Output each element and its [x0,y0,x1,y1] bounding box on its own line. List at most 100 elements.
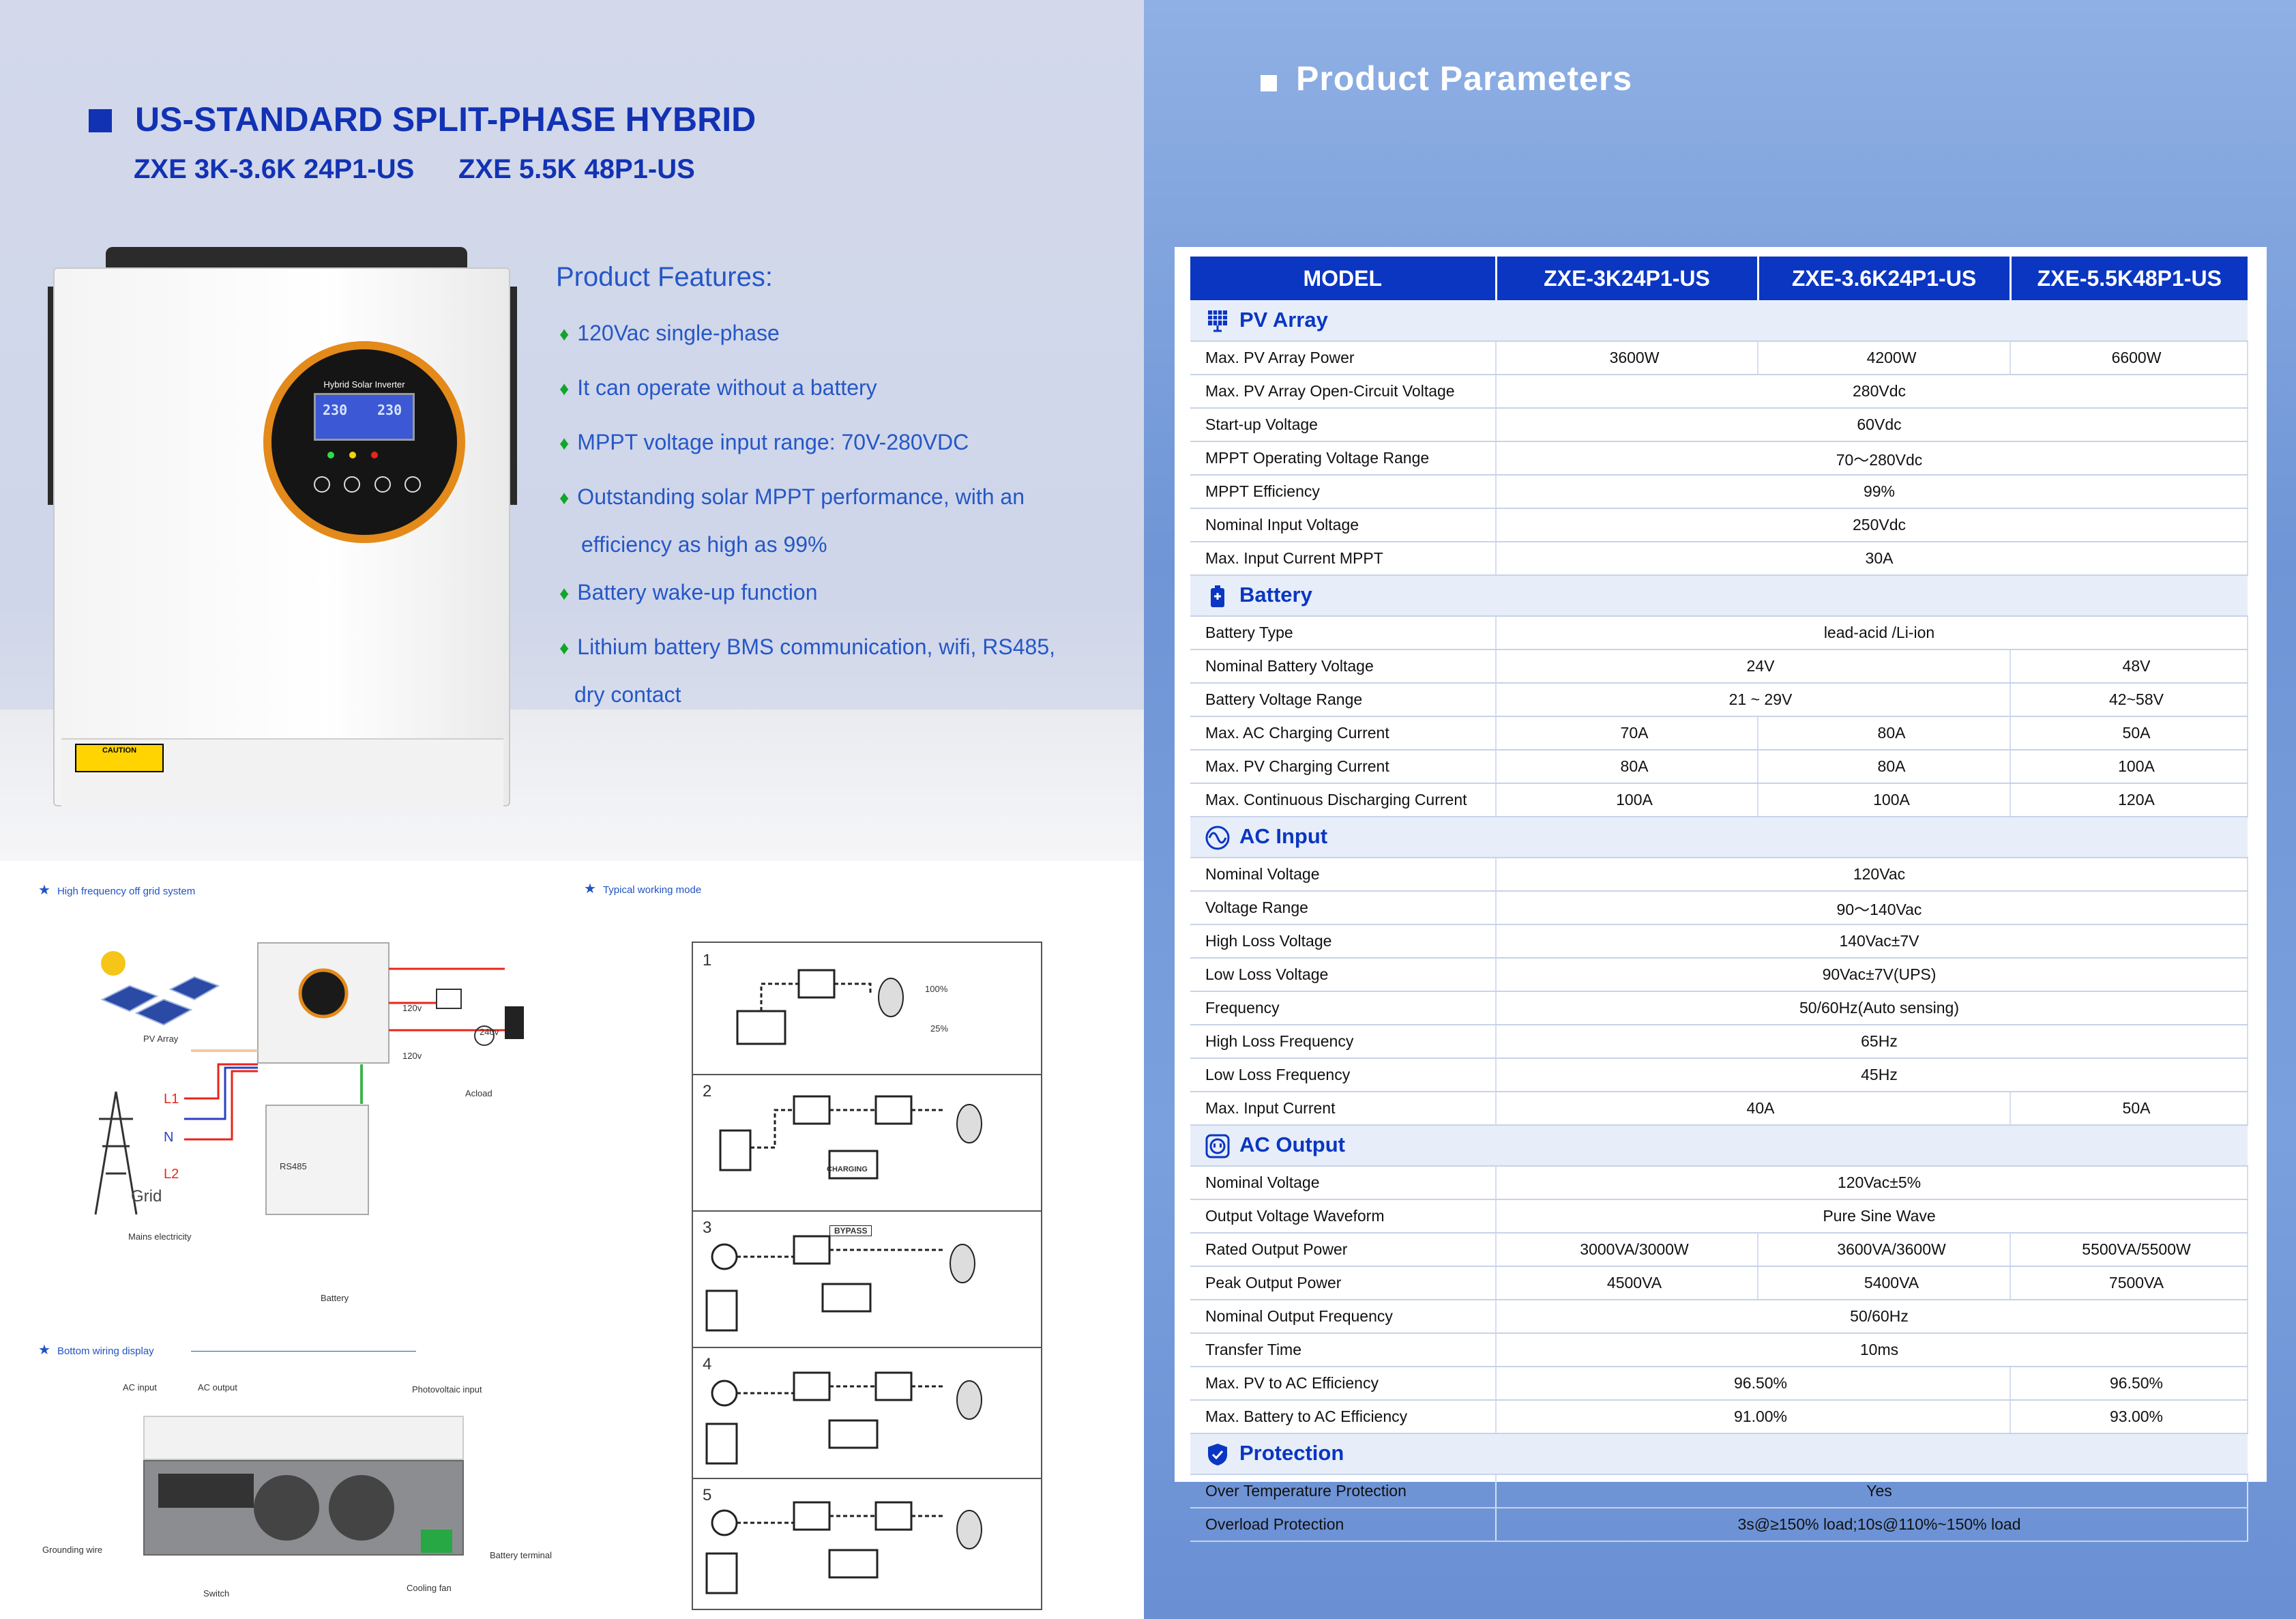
param-label: Max. Input Current MPPT [1190,542,1497,576]
section-title: AC Output [1190,1125,2248,1167]
pylon-icon [94,1091,138,1215]
param-value: 90Vac±7V(UPS) [1496,958,2248,992]
battery-label: Battery [321,1293,349,1303]
section-label: AC Input [1239,824,1328,849]
param-label: Max. PV Array Power [1190,341,1497,375]
fan-icon [329,1475,394,1541]
param-label: MPPT Operating Voltage Range [1190,441,1497,476]
param-label: MPPT Efficiency [1190,475,1497,509]
param-label: Max. PV to AC Efficiency [1190,1367,1497,1401]
title-bullet [89,109,112,132]
battery-terminal-label: Battery terminal [490,1550,553,1560]
param-label: Max. AC Charging Current [1190,716,1497,750]
section-row: PV Array [1190,300,2248,342]
grid-label: Grid [131,1187,162,1206]
load-pct-low: 25% [930,1023,949,1034]
param-value: 120Vac±5% [1496,1166,2248,1200]
charging-label: CHARGING [827,1165,868,1173]
param-value: 50/60Hz [1496,1300,2248,1334]
diamond-icon: ♦ [559,637,570,658]
param-value: 50A [2010,1092,2248,1126]
mode-number: 2 [703,1082,712,1100]
param-value: 4500VA [1496,1266,1758,1300]
wiring-underline [191,1351,416,1352]
lcd-display: 230 230 [314,393,415,441]
ac-input-label: AC input [123,1382,157,1392]
param-value: 60Vdc [1496,408,2248,442]
voltage-120-b: 120v [402,1051,422,1061]
model-label-b: ZXE 5.5K 48P1-US [458,154,695,184]
fan-icon [474,1025,495,1046]
param-label: Max. Continuous Discharging Current [1190,783,1497,817]
section-label: Battery [1239,583,1312,607]
params-bullet [1261,75,1277,91]
param-label: Nominal Voltage [1190,858,1497,892]
param-value: 250Vdc [1496,508,2248,542]
param-value: 91.00% [1496,1400,2011,1434]
working-mode-frame: 1 2 3 4 5 100% 25% CHARGING BYPASS [692,942,1042,1610]
star-icon: ★ [584,881,596,896]
param-value: Yes [1496,1474,2248,1508]
voltage-120-a: 120v [402,1003,422,1013]
page-title: US-STANDARD SPLIT-PHASE HYBRID [135,100,756,138]
l1-label: L1 [164,1092,179,1107]
params-title: Product Parameters [1296,59,1633,98]
param-value: 99% [1496,475,2248,509]
param-value: 80A [1758,716,2011,750]
section-title: PV Array [1190,300,2248,342]
mode-diagrams [705,969,982,1594]
feature-item: ♦Outstanding solar MPPT performance, wit… [559,484,1025,509]
param-label: Low Loss Frequency [1190,1058,1497,1092]
param-label: Battery Voltage Range [1190,683,1497,717]
param-label: Low Loss Voltage [1190,958,1497,992]
inverter-body [53,267,510,806]
parameters-table: MODEL ZXE-3K24P1-US ZXE-3.6K24P1-US ZXE-… [1190,257,2248,1542]
param-value: 4200W [1758,341,2011,375]
wiring-section-label: ★Bottom wiring display [38,1343,154,1358]
lcd-right-value: 230 [377,402,402,418]
esc-button-icon [314,476,330,493]
battery-mini [265,1105,369,1215]
diamond-icon: ♦ [559,583,570,604]
up-button-icon [344,476,361,493]
param-label: High Loss Voltage [1190,924,1497,959]
table-header-row: MODEL ZXE-3K24P1-US ZXE-3.6K24P1-US ZXE-… [1190,257,2248,300]
cooling-fan-label: Cooling fan [407,1583,452,1593]
param-label: Max. Battery to AC Efficiency [1190,1400,1497,1434]
param-value: 80A [1758,750,2011,784]
caution-label: CAUTION [75,744,164,772]
diamond-icon: ♦ [559,378,570,399]
param-value: 120Vac [1496,858,2248,892]
param-value: 3s@≥150% load;10s@110%~150% load [1496,1508,2248,1542]
param-value: 30A [1496,542,2248,576]
param-value: 70A [1496,716,1758,750]
param-value: 3000VA/3000W [1496,1233,1758,1267]
lcd-left-value: 230 [323,402,348,418]
system-diagram [94,942,524,1215]
param-value: 280Vdc [1496,375,2248,409]
param-label: Output Voltage Waveform [1190,1199,1497,1234]
param-label: Start-up Voltage [1190,408,1497,442]
param-value: 96.50% [1496,1367,2011,1401]
diamond-icon: ♦ [559,433,570,454]
param-label: Battery Type [1190,616,1497,650]
header-model: MODEL [1190,257,1497,300]
mode-number: 1 [703,951,712,969]
